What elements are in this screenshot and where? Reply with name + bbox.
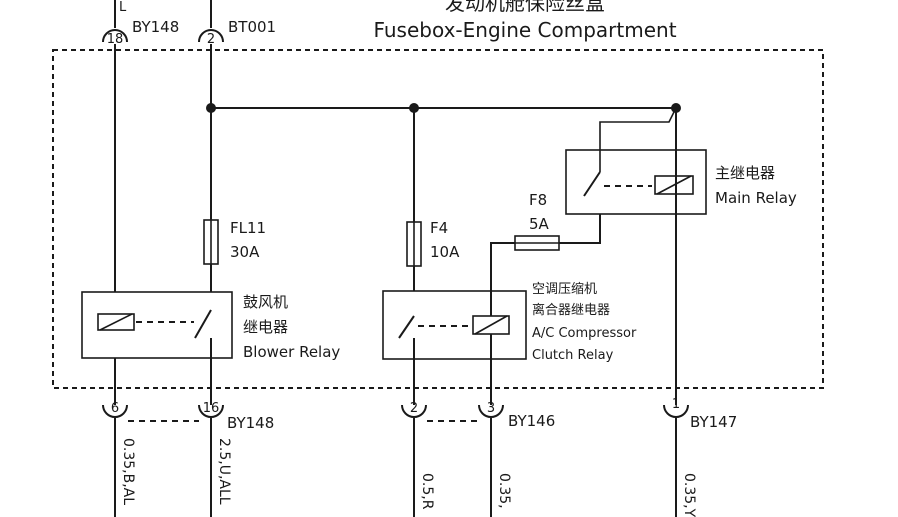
top-cut-label: L (119, 0, 127, 15)
wire-spec-5: 0.35,Y (681, 473, 697, 517)
connector-label-by146: BY146 (508, 412, 555, 430)
main-relay-name-en: Main Relay (715, 189, 797, 207)
fuse-f8-id: F8 (529, 191, 547, 209)
pin-2-top: 2 (207, 32, 215, 47)
fuse-f4-rating: 10A (430, 243, 460, 261)
fuse-fl11: FL11 30A (203, 219, 266, 265)
connector-label-by147: BY147 (690, 413, 737, 431)
bottom-connector-by146: 2 3 BY146 (401, 401, 555, 430)
pin-1: 1 (672, 397, 680, 412)
connector-label-by148-bottom: BY148 (227, 414, 274, 432)
bottom-connector-by147: 1 BY147 (663, 397, 737, 431)
pin-6: 6 (111, 401, 119, 416)
wire-spec-3: 0.5,R (419, 473, 435, 510)
ac-relay-name-en-1: A/C Compressor (532, 326, 637, 341)
fuse-f8: F8 5A (514, 191, 560, 251)
top-connector-by148: L 18 BY148 (102, 0, 179, 47)
blower-relay: 鼓风机 继电器 Blower Relay (81, 291, 340, 361)
junction-dot-1 (206, 103, 216, 113)
wire-spec-1: 0.35,B,AL (120, 438, 136, 505)
main-relay: 主继电器 Main Relay (565, 107, 797, 215)
top-connector-bt001: 2 BT001 (198, 0, 276, 47)
pin-2-bottom: 2 (410, 401, 418, 416)
ac-clutch-relay: 空调压缩机 离合器继电器 A/C Compressor Clutch Relay (382, 281, 637, 363)
fuse-f8-rating: 5A (529, 215, 550, 233)
pin-18: 18 (107, 32, 124, 47)
pin-3: 3 (487, 401, 495, 416)
connector-label-by148-top: BY148 (132, 18, 179, 36)
wire-ac-coil-f8 (490, 242, 515, 316)
bottom-connector-by148: 6 16 BY148 (102, 401, 274, 432)
wire-spec-4: 0.35, (496, 473, 512, 509)
title-chinese: 发动机舱保险丝盒 (445, 0, 605, 15)
blower-relay-name-cn-1: 鼓风机 (243, 293, 288, 311)
blower-relay-name-cn-2: 继电器 (243, 318, 288, 336)
main-relay-name-cn: 主继电器 (715, 164, 775, 182)
ac-relay-name-en-2: Clutch Relay (532, 348, 614, 363)
fuse-f4: F4 10A (406, 219, 460, 267)
pin-16: 16 (203, 401, 220, 416)
fuse-f4-id: F4 (430, 219, 448, 237)
ac-relay-name-cn-1: 空调压缩机 (532, 281, 597, 297)
fuse-fl11-rating: 30A (230, 243, 260, 261)
connector-label-bt001: BT001 (228, 18, 276, 36)
fusebox-boundary (52, 49, 824, 389)
title-english: Fusebox-Engine Compartment (373, 18, 676, 42)
ac-relay-name-cn-2: 离合器继电器 (532, 302, 610, 318)
wire-spec-2: 2.5,U,ALL (216, 438, 232, 505)
blower-relay-name-en: Blower Relay (243, 343, 340, 361)
fuse-fl11-id: FL11 (230, 219, 266, 237)
